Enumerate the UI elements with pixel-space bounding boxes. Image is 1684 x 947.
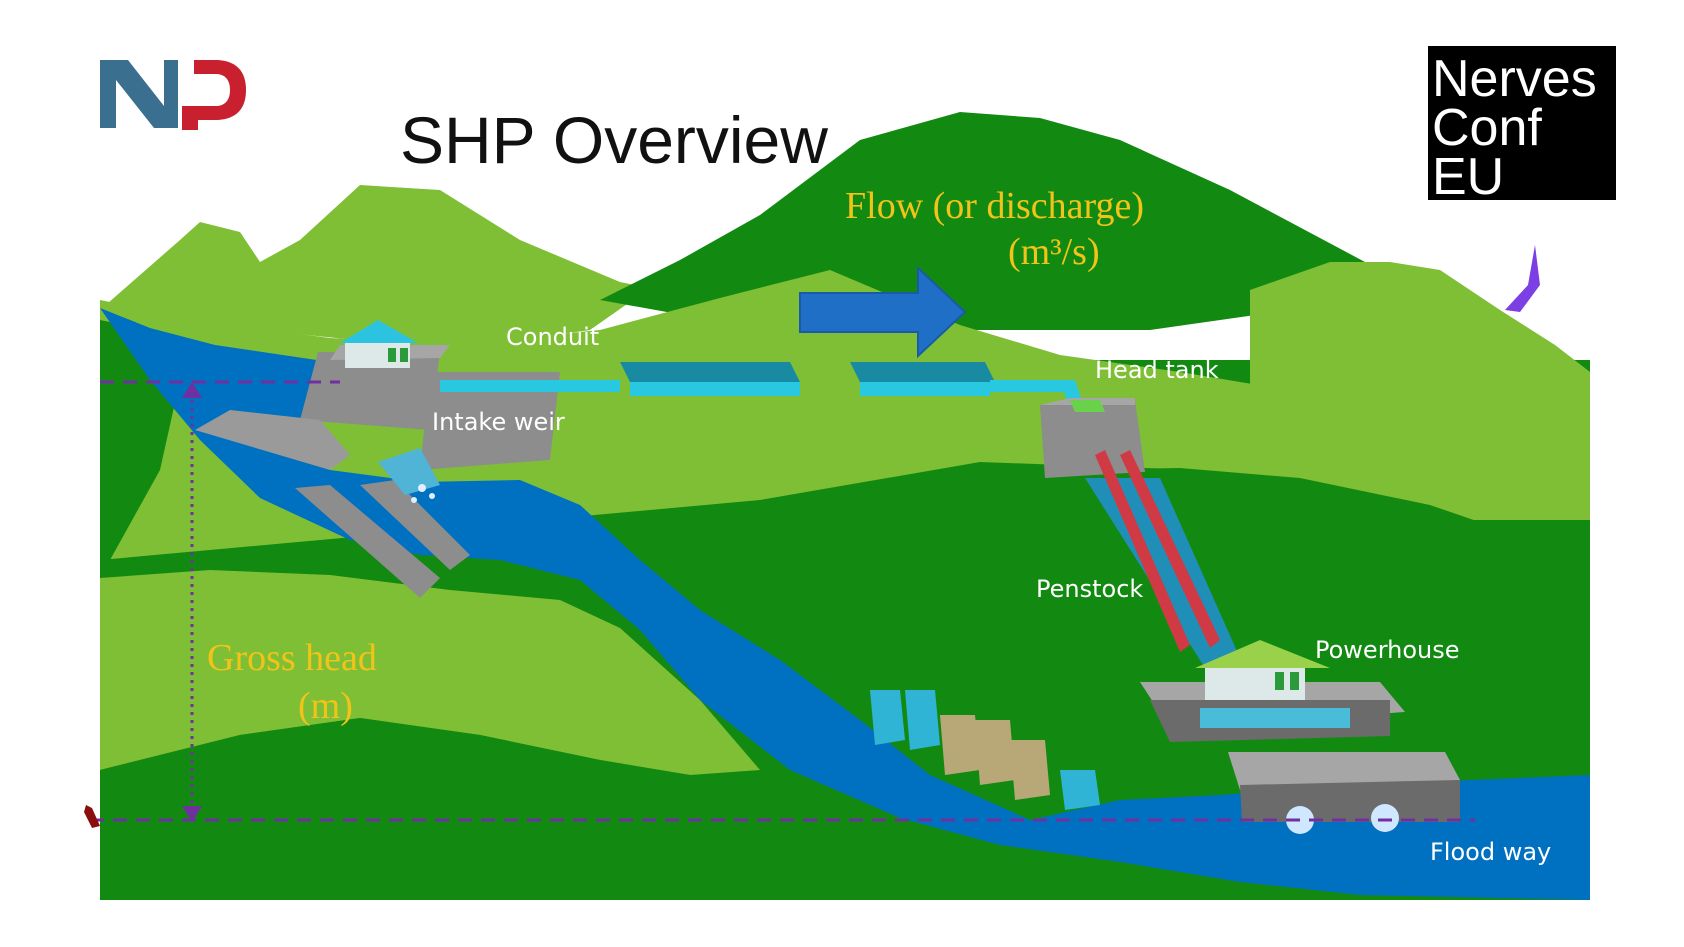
flow-arrow-icon <box>799 265 967 359</box>
mountain-back-center <box>600 112 1380 330</box>
hill-left-light <box>100 570 760 775</box>
head-tank-label: Head tank <box>1095 356 1219 384</box>
intake-wall-right <box>420 372 560 470</box>
river-steps <box>870 690 1100 810</box>
gross-head-unit-label: (m) <box>298 685 353 727</box>
foreground-dark <box>100 718 1150 900</box>
penstock-label: Penstock <box>1036 575 1143 603</box>
flow-unit-label: (m³/s) <box>1008 231 1100 273</box>
logo-line-2: Conf <box>1432 99 1542 157</box>
flow-label: Flow (or discharge) <box>845 185 1144 227</box>
intake-house-icon <box>340 320 418 368</box>
purple-mark <box>1505 245 1540 312</box>
intake-channel-wall-1 <box>295 485 440 598</box>
flood-way-label: Flood way <box>1430 838 1551 866</box>
penstock <box>1085 450 1240 668</box>
intake-weir-label: Intake weir <box>432 408 565 436</box>
intake-weir-base <box>300 352 440 430</box>
page-title: SHP Overview <box>400 103 828 177</box>
tailrace-structure <box>1228 752 1460 834</box>
gross-head-label: Gross head <box>207 637 377 679</box>
powerhouse-icon <box>1195 640 1330 700</box>
mountain-back-left <box>100 185 650 350</box>
head-tank <box>1040 398 1145 478</box>
river <box>100 308 1590 900</box>
gross-head-arrow-icon <box>182 382 202 822</box>
conduit-label: Conduit <box>506 323 599 351</box>
conduit-pipe <box>440 362 1085 410</box>
left-edge-mark <box>84 805 100 828</box>
np-logo <box>100 60 246 130</box>
intake-apron-left <box>195 410 350 470</box>
logo-line-3: EU <box>1432 148 1504 206</box>
logo-line-1: Nerves <box>1432 50 1597 108</box>
powerhouse-label: Powerhouse <box>1315 636 1460 664</box>
intake-channel-wall-2 <box>360 480 470 570</box>
nervesconf-logo: Nerves Conf EU <box>1428 46 1616 206</box>
intake-spillway <box>378 448 440 495</box>
